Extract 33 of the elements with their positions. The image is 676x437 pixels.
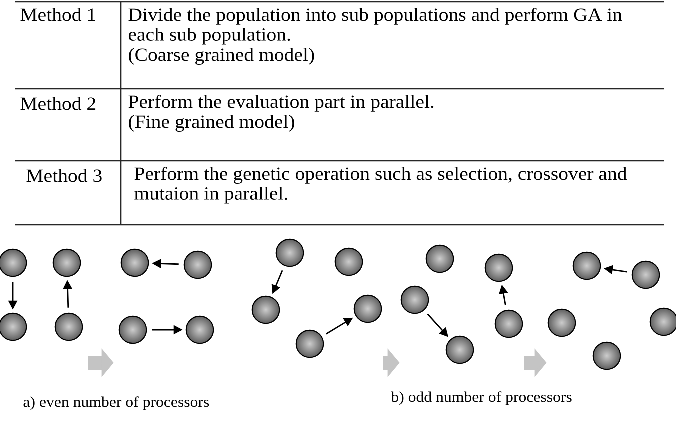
processor-node: [334, 248, 364, 276]
processor-node: [296, 330, 324, 358]
method-label: Method 3: [26, 169, 102, 182]
panel-caption: a) even number of processors: [24, 396, 210, 410]
processor-node: [118, 316, 148, 344]
processor-node: [54, 312, 84, 342]
processor-node: [446, 336, 474, 364]
processor-node: [0, 312, 28, 342]
method-label: Method 1: [20, 8, 96, 22]
model-note: (Fine grained model): [129, 115, 294, 132]
processor-node: [52, 248, 82, 278]
processor-node: [354, 294, 382, 324]
processor-node: [186, 316, 214, 344]
panel-caption: b) odd number of processors: [391, 392, 572, 406]
processor-node: [548, 308, 576, 338]
processor-node: [572, 252, 602, 280]
processor-node: [184, 250, 212, 280]
processor-node: [400, 286, 430, 314]
method-description: Perform the genetic operation such as selection, crossover and mutaion in parallel.: [134, 166, 628, 204]
processor-node: [120, 248, 150, 278]
processor-node: [0, 248, 28, 278]
processor-node: [494, 310, 524, 338]
processor-node: [426, 244, 454, 274]
processor-node: [276, 238, 304, 268]
processor-node: [632, 260, 660, 290]
processor-node: [650, 308, 676, 336]
method-description: Divide the population into sub populations and perform GA in each sub population.: [128, 8, 622, 45]
model-note: (Coarse grained model): [129, 48, 314, 65]
method-description: Perform the evaluation part in parallel.: [128, 94, 434, 112]
processor-node: [592, 342, 622, 370]
method-label: Method 2: [20, 97, 96, 110]
processor-node: [252, 296, 280, 324]
processor-node: [484, 254, 514, 282]
